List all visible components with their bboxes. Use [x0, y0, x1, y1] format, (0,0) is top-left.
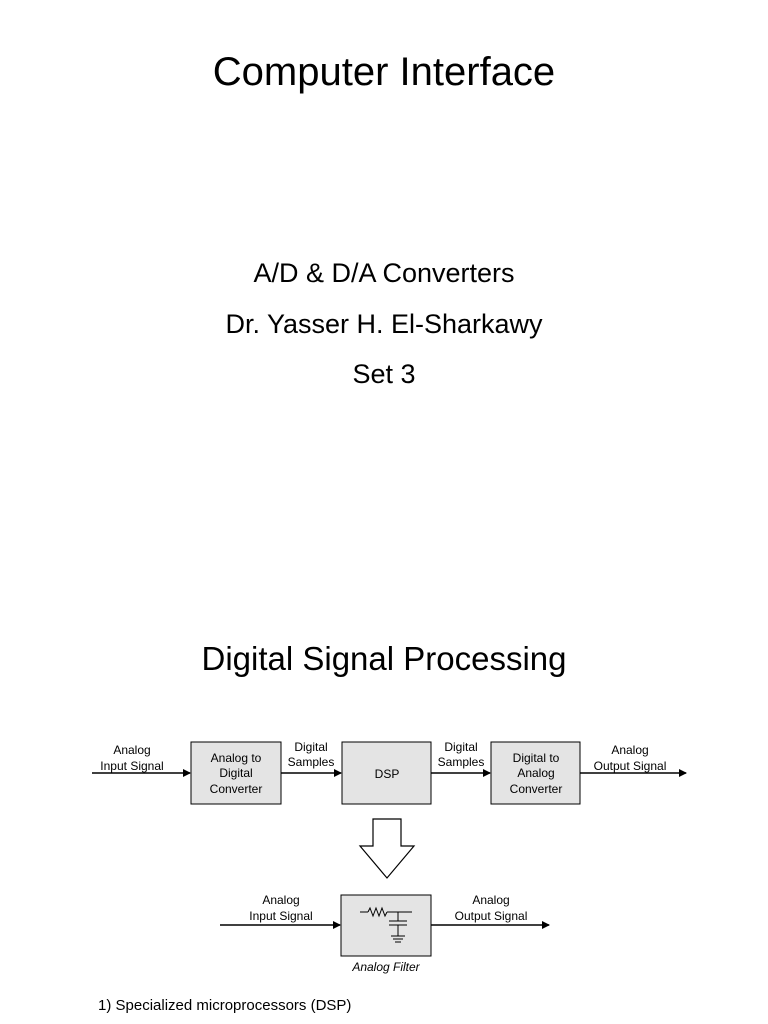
- equivalence-down-arrow-icon: [358, 818, 416, 879]
- analog-filter-caption: Analog Filter: [351, 960, 420, 974]
- analog-filter-block: [340, 894, 432, 957]
- slide-1: Computer Interface A/D & D/A Converters …: [212, 50, 556, 389]
- adc-label: Analog to Digital Converter: [210, 751, 263, 796]
- svg-text:Analog: Analog: [113, 743, 150, 757]
- svg-text:Analog: Analog: [517, 766, 554, 780]
- svg-text:Digital: Digital: [444, 740, 477, 754]
- top-input-label: Analog Input Signal: [100, 743, 163, 773]
- svg-text:Analog to: Analog to: [211, 751, 262, 765]
- svg-text:Digital to: Digital to: [513, 751, 560, 765]
- dsp-caption: 1) Specialized microprocessors (DSP): [98, 997, 352, 1014]
- dsp-label: DSP: [375, 767, 400, 781]
- digital-samples-label-2: Digital Samples: [438, 740, 485, 769]
- svg-text:Output Signal: Output Signal: [594, 759, 667, 773]
- svg-text:Converter: Converter: [510, 782, 563, 796]
- subtitle-set: Set 3: [352, 359, 416, 389]
- top-output-label: Analog Output Signal: [594, 743, 667, 773]
- slide-title: Computer Interface: [212, 50, 556, 94]
- dsp-block: [341, 741, 432, 805]
- dac-label: Digital to Analog Converter: [510, 751, 563, 796]
- bottom-output-label: Analog Output Signal: [455, 893, 528, 923]
- dsp-block-diagram: Analog Input Signal Analog to Digital Co…: [92, 740, 687, 974]
- bottom-input-label: Analog Input Signal: [249, 893, 312, 923]
- svg-text:Analog: Analog: [262, 893, 299, 907]
- subtitle-topic: A/D & D/A Converters: [253, 258, 515, 288]
- svg-text:Digital: Digital: [294, 740, 327, 754]
- svg-text:Samples: Samples: [438, 755, 485, 769]
- digital-samples-label-1: Digital Samples: [288, 740, 335, 769]
- svg-text:Analog: Analog: [472, 893, 509, 907]
- svg-text:Analog: Analog: [611, 743, 648, 757]
- svg-text:Converter: Converter: [210, 782, 263, 796]
- svg-text:Input Signal: Input Signal: [249, 909, 312, 923]
- svg-text:Input Signal: Input Signal: [100, 759, 163, 773]
- svg-text:Digital: Digital: [219, 766, 252, 780]
- adc-block: [190, 741, 282, 805]
- rc-filter-schematic-icon: [360, 906, 412, 943]
- dac-block: [490, 741, 581, 805]
- slide-2: Digital Signal Processing Analog Input S…: [0, 512, 768, 1024]
- slide-title: Digital Signal Processing: [201, 640, 567, 677]
- svg-text:Output Signal: Output Signal: [455, 909, 528, 923]
- svg-text:Samples: Samples: [288, 755, 335, 769]
- subtitle-author: Dr. Yasser H. El-Sharkawy: [225, 309, 543, 339]
